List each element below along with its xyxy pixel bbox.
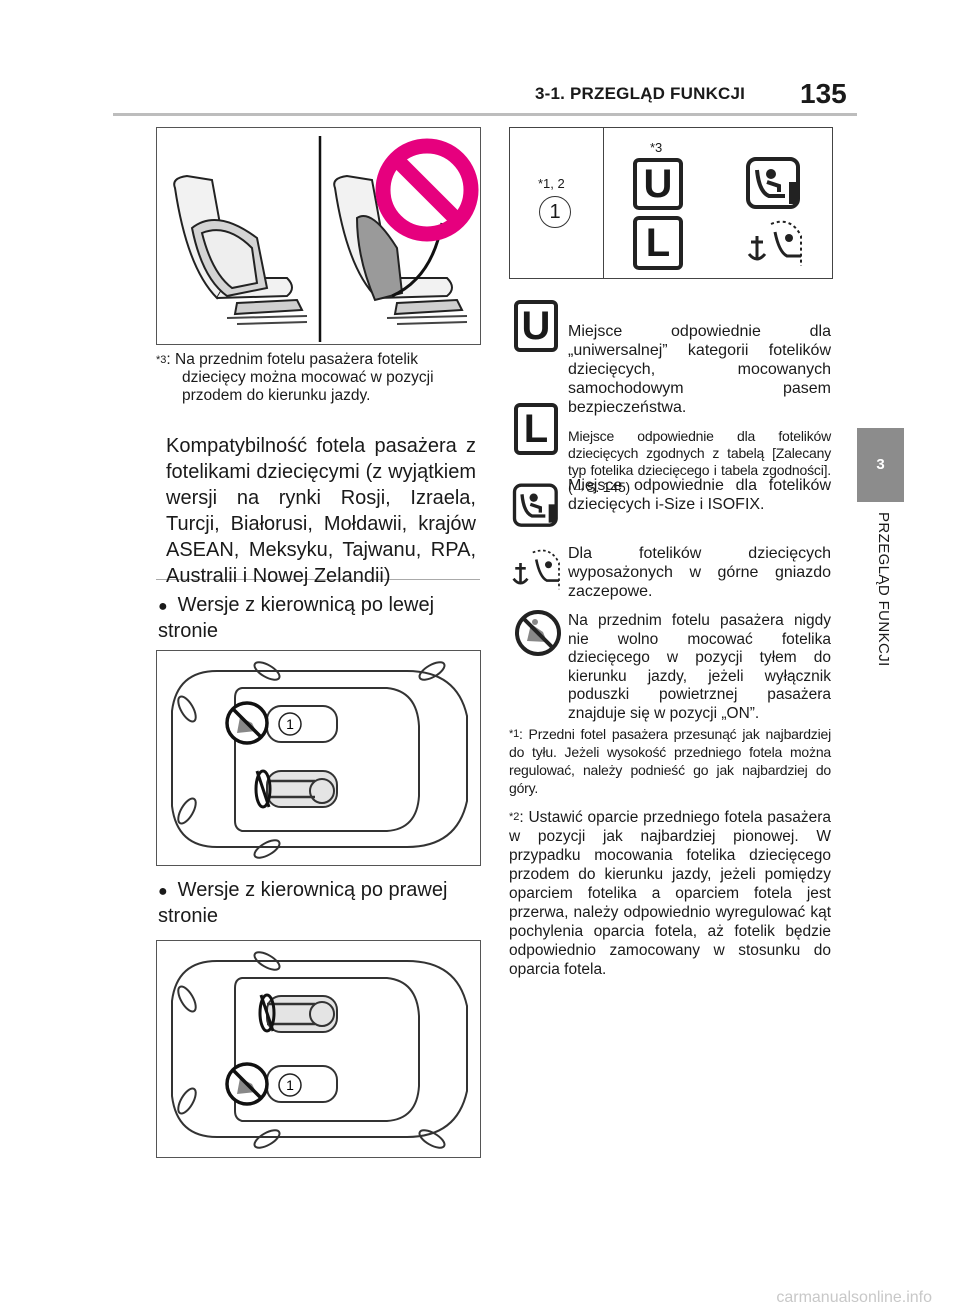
footnote-line: dziecięcy można mocować w pozycji [182, 369, 434, 386]
section-title: 3-1. PRZEGLĄD FUNKCJI [535, 84, 746, 103]
l-symbol-icon: L [633, 216, 683, 270]
footnote-line: : Na przednim fotelu pasażera fotelik [166, 351, 418, 368]
compatibility-heading: Kompatybilność fotela pasażera z fotelik… [156, 427, 480, 587]
legend-u-text: Miejsce odpowiednie dla „uniwersalnej” k… [568, 323, 831, 416]
bullet-icon: ● [158, 598, 168, 615]
bullet-icon: ● [158, 883, 168, 900]
legend-prohibit-icon [515, 610, 561, 656]
position-1-marker [278, 712, 302, 736]
isize-seat-icon [746, 157, 800, 209]
prohibited-rear-facing-icon [225, 1062, 269, 1106]
bullet-lhd: ●Wersje z kierownicą po lewej stronie [158, 593, 478, 644]
arrow-icon: → [572, 479, 587, 495]
legend-l-link[interactable]: S. 145) [586, 479, 631, 495]
legend-prohibit-text: Na przednim fotelu pasażera nigdy nie wo… [568, 612, 831, 722]
bullet-text: Wersje z kierownicą po prawej stronie [158, 879, 448, 927]
position-1-label: 1 [286, 716, 294, 732]
legend-l-text: Miejsce odpowiednie dla fotelików dzieci… [568, 428, 831, 496]
position-1-marker [278, 1073, 302, 1097]
header-rule [113, 113, 857, 116]
prohibited-rear-facing-icon [225, 701, 269, 745]
bullet-rhd: ●Wersje z kierownicą po prawej stronie [158, 878, 478, 929]
table-col-1: *1, 2 1 [510, 128, 604, 278]
anchor-seat-icon [747, 220, 802, 266]
chapter-tab: 3 [857, 428, 904, 502]
u-symbol-icon: U [633, 158, 683, 210]
table-col1-mark: *1, 2 [538, 176, 565, 191]
watermark: carmanualsonline.info [776, 1289, 932, 1306]
legend-isize-text: Miejsce odpowiednie dla fotelików dzieci… [568, 477, 831, 513]
legend-l-text-main: Miejsce odpowiednie dla fotelików dzieci… [568, 428, 831, 495]
seat-illustration [156, 127, 481, 345]
footnote-line: przodem do kierunku jazdy. [182, 387, 371, 404]
heading-text: Kompatybilność fotela pasażera z fotelik… [166, 435, 476, 587]
note-2: *2: Ustawić oparcie przedniego fotela pa… [509, 808, 831, 979]
page-number: 135 [800, 78, 847, 109]
legend-isize-icon [512, 483, 558, 527]
note-1: *1: Przedni fotel pasażera przesunąć jak… [509, 725, 831, 797]
front-facing-seat-icon [173, 174, 308, 325]
note-mark: *2 [509, 811, 520, 823]
note-mark: *1 [509, 728, 519, 740]
bullet-text: Wersje z kierownicą po lewej stronie [158, 594, 435, 642]
note-text: : Ustawić oparcie przedniego fotela pasa… [509, 809, 831, 978]
legend-anchor-icon [512, 549, 560, 590]
prohibition-icon [375, 138, 479, 242]
rear-facing-seat-icon [333, 174, 468, 325]
compatibility-table: *1, 2 1 *3 U L [509, 127, 833, 279]
car-diagram-lhd: 1 [156, 650, 481, 866]
seat-footnote: *3: Na przednim fotelu pasażera fotelik … [156, 351, 480, 405]
chapter-tab-text: PRZEGLĄD FUNKCJI [875, 512, 892, 667]
legend-u-icon: U [514, 300, 558, 352]
note-text: : Przedni fotel pasażera przesunąć jak n… [509, 726, 831, 796]
position-1-circle: 1 [539, 196, 571, 228]
legend-l-icon: L [514, 403, 558, 455]
footnote-mark: *3 [156, 354, 167, 366]
legend-anchor-text: Dla fotelików dziecięcych wyposażonych w… [568, 545, 831, 600]
table-col2-mark: *3 [650, 140, 663, 155]
position-1-label: 1 [286, 1077, 294, 1093]
car-diagram-rhd: 1 [156, 940, 481, 1158]
